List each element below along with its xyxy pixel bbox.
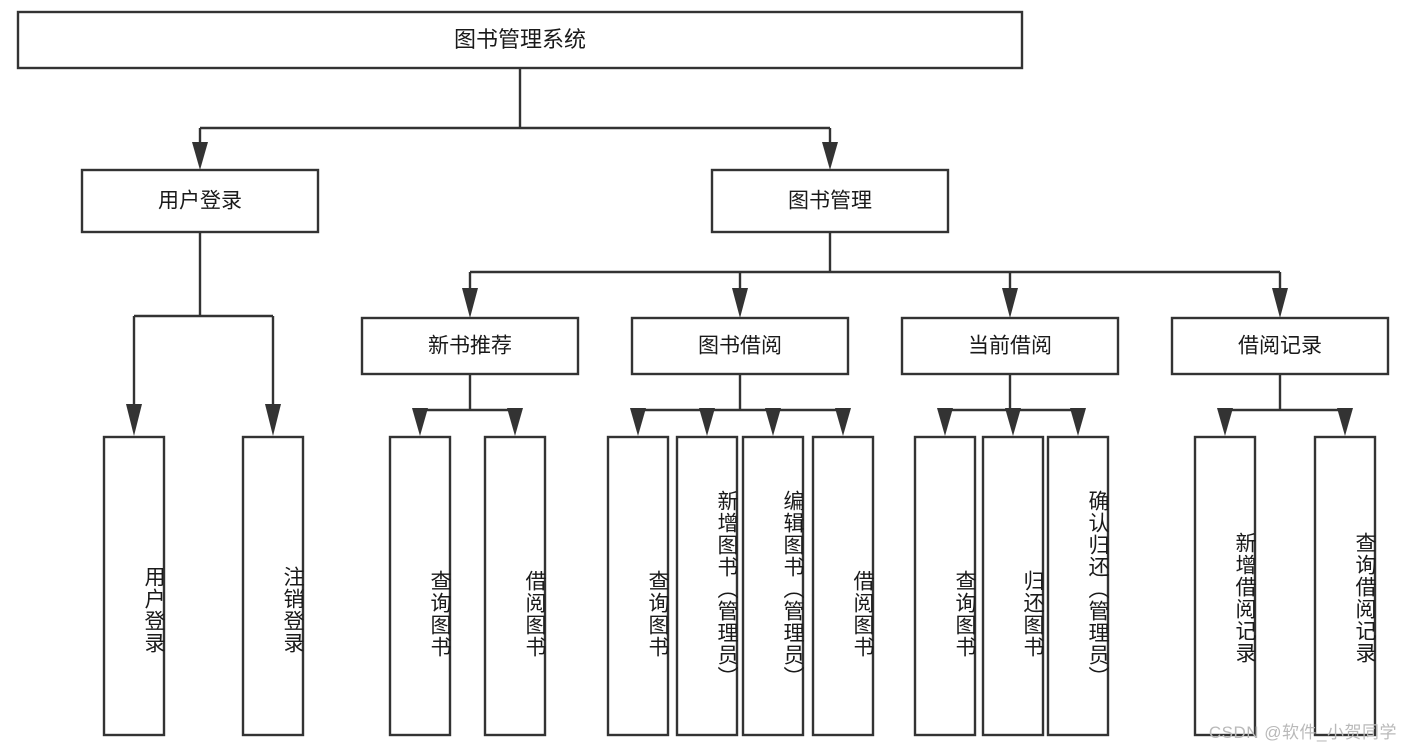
node-book-borrow-label: 图书借阅	[698, 335, 782, 358]
node-new-book-recommend-label: 新书推荐	[428, 335, 512, 358]
connector-group-currentborrow	[937, 374, 1086, 436]
leaf-box-borrow-record-2[interactable]	[1313, 435, 1377, 737]
leaf-box-book-borrow-2[interactable]	[675, 435, 739, 737]
node-book-management[interactable]: 图书管理	[710, 168, 950, 234]
leaf-box-current-borrow-3[interactable]	[1046, 435, 1110, 737]
arrow-head-newbook-leaf1	[412, 408, 428, 436]
node-borrow-record[interactable]: 借阅记录	[1170, 316, 1390, 376]
node-book-management-label: 图书管理	[788, 190, 872, 213]
leaf-box-user-login-1[interactable]	[102, 435, 166, 737]
leaf-box-new-book-2[interactable]	[483, 435, 547, 737]
node-book-management-box[interactable]	[710, 168, 950, 234]
node-borrow-record-label: 借阅记录	[1238, 335, 1322, 358]
leaf-box-user-login-2[interactable]	[241, 435, 305, 737]
leaf-box-current-borrow-2[interactable]	[981, 435, 1045, 737]
arrow-head-userlogin	[192, 142, 208, 170]
node-root-label: 图书管理系统	[454, 27, 586, 52]
connector-group-bookmgmt	[462, 232, 1288, 318]
arrow-head-currentborrow-leaf3	[1070, 408, 1086, 436]
leaf-box-book-borrow-3[interactable]	[741, 435, 805, 737]
csdn-watermark: CSDN @软件_小贺同学	[1208, 723, 1397, 742]
arrow-head-bookborrow-leaf1	[630, 408, 646, 436]
arrow-head-borrowrecord	[1272, 288, 1288, 318]
arrow-head-newbook	[462, 288, 478, 318]
arrow-head-currentborrow-leaf2	[1005, 408, 1021, 436]
node-book-borrow[interactable]: 图书借阅	[630, 316, 850, 376]
leaf-box-book-borrow-1[interactable]	[606, 435, 670, 737]
arrow-head-bookmgmt	[822, 142, 838, 170]
arrow-head-bookborrow-leaf2	[699, 408, 715, 436]
connector-group-userlogin	[126, 232, 281, 436]
node-user-login-box[interactable]	[80, 168, 320, 234]
arrow-head-bookborrow-leaf4	[835, 408, 851, 436]
connector-group-bookborrow	[630, 374, 851, 436]
node-user-login-label: 用户登录	[158, 190, 242, 213]
node-current-borrow-label: 当前借阅	[968, 335, 1052, 358]
leaf-box-book-borrow-4[interactable]	[811, 435, 875, 737]
leaf-box-borrow-record-1[interactable]	[1193, 435, 1257, 737]
node-current-borrow[interactable]: 当前借阅	[900, 316, 1120, 376]
node-current-borrow-box[interactable]	[900, 316, 1120, 376]
arrow-head-borrowrecord-leaf1	[1217, 408, 1233, 436]
connector-group-newbook	[412, 374, 523, 436]
node-book-borrow-box[interactable]	[630, 316, 850, 376]
arrow-head-borrowrecord-leaf2	[1337, 408, 1353, 436]
node-new-book-recommend[interactable]: 新书推荐	[360, 316, 580, 376]
arrow-head-bookborrow-leaf3	[765, 408, 781, 436]
node-root[interactable]: 图书管理系统	[16, 10, 1024, 70]
connector-group-root	[192, 68, 838, 170]
arrow-head-userlogin-leaf1	[126, 404, 142, 436]
connector-group-borrowrecord	[1217, 374, 1353, 436]
node-new-book-recommend-box[interactable]	[360, 316, 580, 376]
node-user-login[interactable]: 用户登录	[80, 168, 320, 234]
arrow-head-userlogin-leaf2	[265, 404, 281, 436]
node-borrow-record-box[interactable]	[1170, 316, 1390, 376]
arrow-head-bookborrow	[732, 288, 748, 318]
arrow-head-currentborrow	[1002, 288, 1018, 318]
node-root-box[interactable]	[16, 10, 1024, 70]
arrow-head-newbook-leaf2	[507, 408, 523, 436]
arrow-head-currentborrow-leaf1	[937, 408, 953, 436]
leaf-box-new-book-1[interactable]	[388, 435, 452, 737]
leaf-box-current-borrow-1[interactable]	[913, 435, 977, 737]
